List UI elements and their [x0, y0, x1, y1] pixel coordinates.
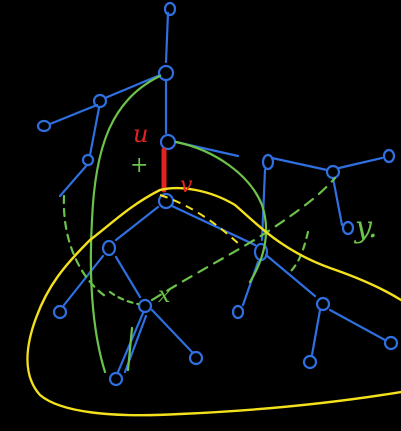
edge-left-to-farleft [48, 103, 99, 126]
tree-node [52, 304, 68, 320]
edge-b-to-c [241, 260, 260, 307]
edge-a-to-far [62, 254, 105, 307]
edge-top-chain [164, 11, 170, 64]
tree-node [383, 335, 399, 351]
tree-node [157, 64, 175, 82]
edge-x-to-br [150, 308, 194, 354]
edge-d-to-e [310, 308, 322, 357]
label-v: v [180, 173, 193, 198]
tree-node [325, 164, 341, 180]
tree-node [36, 119, 52, 133]
green-dash-left [62, 194, 110, 300]
tree-node [92, 93, 108, 109]
edge-a-to-x [114, 255, 142, 299]
label-u: u [133, 120, 148, 148]
tree-node [163, 1, 177, 17]
tree-node [315, 296, 331, 312]
tree-node [341, 220, 355, 236]
tree-edges [48, 11, 387, 374]
edge-node-to-left [103, 73, 162, 100]
tree-node [261, 153, 275, 171]
edge-d-to-f [328, 308, 387, 342]
tree-node-v [157, 192, 175, 210]
green-curve-left [89, 74, 162, 374]
green-dash-x-up [150, 176, 337, 302]
yellow-boundary-curve [26, 186, 401, 417]
green-dash-x-left [108, 290, 140, 306]
label-y: y. [353, 210, 378, 245]
tree-node [81, 153, 95, 167]
tree-node [382, 148, 396, 164]
tree-node-x [137, 298, 153, 314]
tree-node [188, 350, 204, 366]
edge-left-to-leftmid [88, 106, 101, 157]
tree-node [231, 304, 245, 320]
label-x: x [158, 283, 171, 308]
green-x-tick [126, 326, 134, 372]
edge-r2-to-h [331, 176, 344, 227]
tree-nodes [36, 1, 399, 387]
edge-leftmid-to-stub [58, 163, 89, 198]
green-curve-right [174, 140, 268, 284]
label-plus: + [130, 153, 148, 178]
tree-node [302, 354, 318, 370]
yellow-dash-inner [159, 194, 241, 246]
edge-b-to-d [264, 253, 317, 298]
edge-right-chain-2 [337, 156, 384, 170]
edge-v-to-b [170, 204, 257, 247]
tree-node [108, 371, 124, 387]
tree-node [101, 239, 117, 257]
edge-right-chain [270, 156, 329, 172]
green-paths [62, 74, 337, 374]
edge-v-to-a [114, 205, 160, 242]
